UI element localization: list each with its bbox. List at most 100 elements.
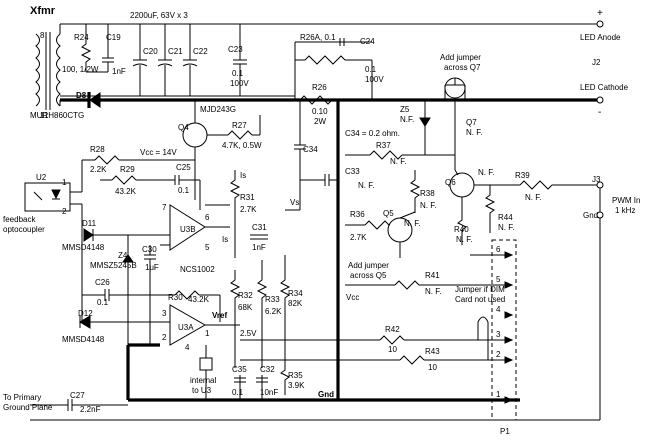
label-r42: R42 — [385, 325, 400, 334]
label-p1: P1 — [500, 427, 510, 436]
label-q6-val: N. F. — [478, 168, 494, 177]
label-p1-pin6: 6 — [496, 245, 501, 254]
label-pin11: 11 — [40, 111, 49, 120]
label-to-u3: to U3 — [192, 386, 212, 395]
label-r39: R39 — [515, 171, 530, 180]
label-z5: Z5 — [400, 105, 410, 114]
label-r24: R24 — [74, 33, 89, 42]
label-c30-val: 1uF — [145, 263, 159, 272]
label-r43: R43 — [425, 347, 440, 356]
label-c35: C35 — [232, 365, 247, 374]
label-u3a: U3A — [178, 323, 194, 332]
label-r37: R37 — [376, 141, 391, 150]
label-u3b-pin6: 6 — [205, 213, 210, 222]
label-c32-val: 10nF — [260, 388, 278, 397]
label-c31: C31 — [252, 223, 267, 232]
label-c21: C21 — [168, 47, 183, 56]
label-jumper-dim-2: Card not used — [455, 295, 505, 304]
label-q7: Q7 — [466, 118, 477, 127]
label-u3a-pin4: 4 — [185, 343, 190, 352]
label-u3b: U3B — [180, 225, 196, 234]
label-c23-val1: 0.1 — [232, 69, 244, 78]
optocoupler-u2 — [24, 182, 71, 212]
label-p1-pin2: 2 — [496, 350, 501, 359]
label-r27: R27 — [232, 121, 247, 130]
label-jumper-q7-2: across Q7 — [444, 63, 481, 72]
label-gnd: Gnd — [318, 390, 334, 399]
label-r40: R40 — [454, 225, 469, 234]
label-r38-val: N. F. — [420, 201, 436, 210]
label-r40-val: N. F. — [456, 235, 472, 244]
label-r34: R34 — [288, 289, 303, 298]
label-r26a: R26A, 0.1 — [300, 33, 336, 42]
labels: Xfmr 8 11 2200uF, 63V x 3 R24 100, 1/2W … — [3, 5, 640, 436]
label-q5: Q5 — [383, 209, 394, 218]
label-vcc: Vcc — [346, 293, 359, 302]
label-jumper-dim-1: Jumper if DIM — [455, 285, 505, 294]
label-d11-part: MMSD4148 — [62, 243, 105, 252]
label-r32: R32 — [238, 291, 253, 300]
label-r38: R38 — [420, 189, 435, 198]
label-c34: C34 — [303, 145, 318, 154]
label-ncs1002: NCS1002 — [180, 265, 215, 274]
label-c34-note: C34 = 0.2 ohm. — [345, 129, 400, 138]
label-vref: Vref — [212, 311, 227, 320]
label-plus: + — [597, 8, 603, 19]
label-c25: C25 — [176, 163, 191, 172]
label-c35-val: 0.1 — [232, 388, 244, 397]
label-q5-val: N. F. — [404, 219, 420, 228]
label-z5-val: N.F. — [400, 115, 414, 124]
label-u2: U2 — [36, 173, 47, 182]
label-r41-val: N. F. — [425, 287, 441, 296]
label-u3b-pin7: 7 — [162, 203, 167, 212]
label-r26-val1: 0.10 — [312, 107, 328, 116]
opamp-u3b — [169, 204, 206, 251]
label-r37-val: N. F. — [390, 157, 406, 166]
opamp-u3a — [169, 304, 207, 346]
label-u2-pin1: 1 — [62, 178, 67, 187]
label-optocoupler: optocoupler — [3, 225, 45, 234]
q7-mosfet — [444, 77, 466, 110]
label-c24-val2: 100V — [365, 75, 384, 84]
label-is1: Is — [240, 171, 246, 180]
led-anode-terminal — [596, 20, 604, 28]
label-r44-val: N. F. — [498, 223, 514, 232]
label-vcc14: Vcc = 14V — [140, 148, 177, 157]
label-d12-part: MMSD4148 — [62, 335, 105, 344]
label-r24-val: 100, 1/2W — [62, 65, 99, 74]
label-q4: Q4 — [178, 123, 189, 132]
label-r41: R41 — [425, 271, 440, 280]
label-d8-part: MURH860CTG — [30, 111, 84, 120]
label-r44: R44 — [498, 213, 513, 222]
label-r36-val: 2.7K — [350, 233, 367, 242]
label-r33-val: 6.2K — [265, 307, 282, 316]
label-c27: C27 — [70, 391, 85, 400]
label-r42-val: 10 — [388, 345, 397, 354]
label-u3b-pin5: 5 — [205, 243, 210, 252]
label-q6: Q6 — [445, 178, 456, 187]
cap-bank — [132, 24, 198, 96]
label-c23-val2: 100V — [230, 79, 249, 88]
label-r30: R30 — [168, 293, 183, 302]
label-q7-val: N. F. — [466, 128, 482, 137]
label-pin8: 8 — [40, 31, 45, 40]
label-led-cathode: LED Cathode — [580, 83, 629, 92]
label-u3a-pin1: 1 — [205, 329, 210, 338]
label-ground-plane: Ground Plane — [3, 403, 53, 412]
label-pwm-in: PWM In — [612, 196, 640, 205]
label-c33-val: N. F. — [358, 181, 374, 190]
label-vs: Vs — [290, 198, 299, 207]
label-r26-val2: 2W — [314, 117, 326, 126]
label-d12: D12 — [78, 309, 93, 318]
label-r39-val: N. F. — [525, 193, 541, 202]
label-c24-val1: 0.1 — [365, 65, 377, 74]
label-r30-val: 43.2K — [188, 295, 210, 304]
label-r26: R26 — [312, 83, 327, 92]
label-pwm-freq: 1 kHz — [615, 206, 635, 215]
label-r43-val: 10 — [428, 363, 437, 372]
label-r28: R28 — [90, 145, 105, 154]
label-r31: R31 — [240, 193, 255, 202]
label-r31-val: 2.7K — [240, 205, 257, 214]
label-c26: C26 — [95, 278, 110, 287]
